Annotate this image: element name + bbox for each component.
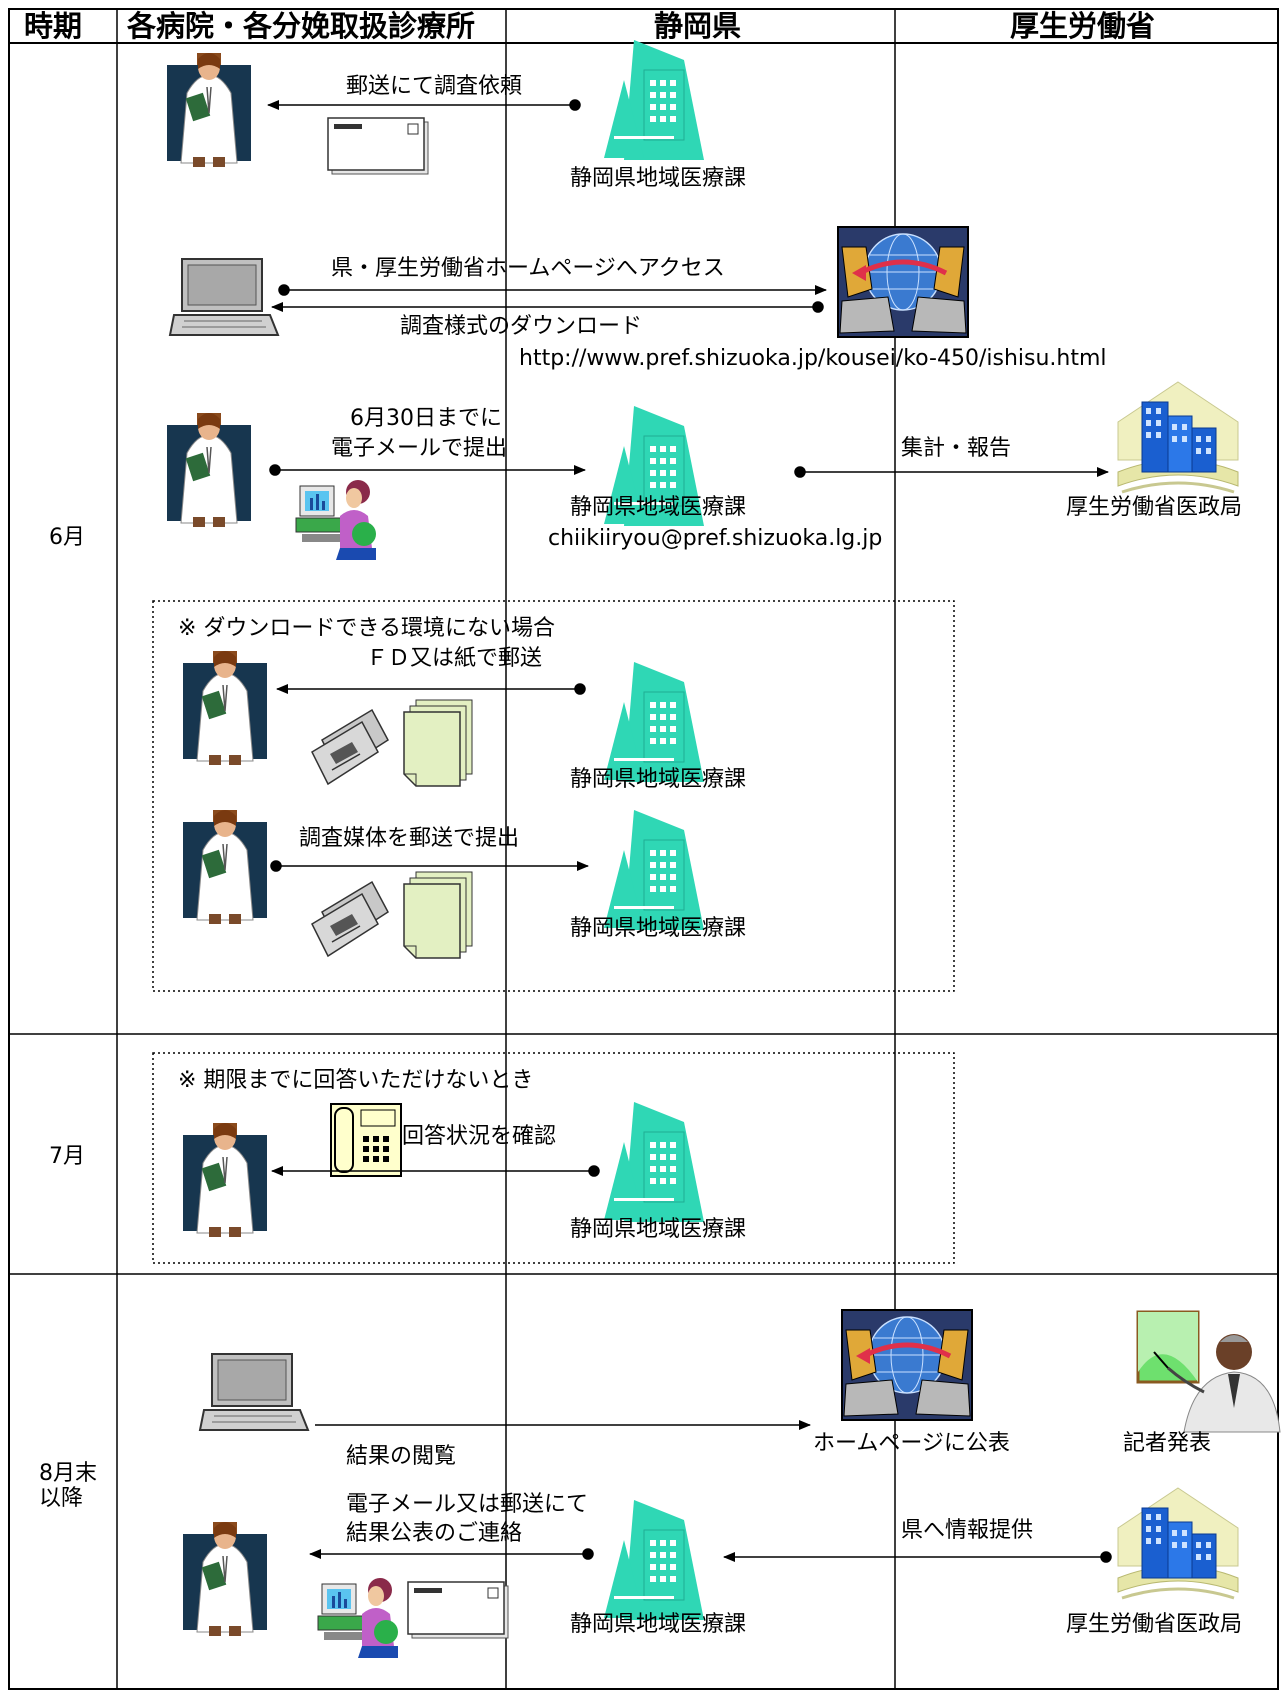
label-publish-web: ホームページに公表 xyxy=(813,1431,1010,1456)
header-hospitals: 各病院・各分娩取扱診療所 xyxy=(127,9,476,43)
label-info-provide: 県へ情報提供 xyxy=(901,1518,1034,1543)
note-no-download: ※ ダウンロードできる環境にない場合 xyxy=(178,616,555,641)
label-ministry-bureau-1: 厚生労働省医政局 xyxy=(1066,495,1243,520)
label-download: 調査様式のダウンロード xyxy=(400,314,643,339)
label-aggregate: 集計・報告 xyxy=(901,436,1012,461)
label-deadline: 6月30日までに xyxy=(350,406,502,431)
header-period: 時期 xyxy=(24,9,83,43)
label-dept-1: 静岡県地域医療課 xyxy=(570,166,747,191)
label-ministry-bureau-2: 厚生労働省医政局 xyxy=(1066,1612,1243,1637)
period-july: 7月 xyxy=(49,1144,85,1169)
label-dept-july: 静岡県地域医療課 xyxy=(570,1217,747,1242)
period-august-line2: 以降 xyxy=(39,1486,84,1511)
note-no-answer: ※ 期限までに回答いただけないとき xyxy=(178,1068,534,1093)
period-june: 6月 xyxy=(49,525,85,550)
label-mail-request: 郵送にて調査依頼 xyxy=(346,74,523,99)
period-august-line1: 8月末 xyxy=(39,1461,97,1486)
label-contact-line2: 結果公表のご連絡 xyxy=(346,1521,523,1546)
label-dept-4: 静岡県地域医療課 xyxy=(570,916,747,941)
label-fd-paper: ＦＤ又は紙で郵送 xyxy=(366,646,543,671)
label-email-submit: 電子メールで提出 xyxy=(331,436,508,461)
label-dept-email: chiikiiryou@pref.shizuoka.lg.jp xyxy=(548,526,883,551)
label-press: 記者発表 xyxy=(1123,1431,1212,1456)
label-confirm: 回答状況を確認 xyxy=(402,1124,557,1149)
label-dept-3: 静岡県地域医療課 xyxy=(570,767,747,792)
label-view-results: 結果の閲覧 xyxy=(346,1444,457,1469)
label-dept-2: 静岡県地域医療課 xyxy=(570,495,747,520)
label-contact-line1: 電子メール又は郵送にて xyxy=(346,1492,589,1517)
label-url: http://www.pref.shizuoka.jp/kousei/ko-45… xyxy=(519,346,1107,371)
header-ministry: 厚生労働省 xyxy=(1010,9,1156,43)
label-media-submit: 調査媒体を郵送で提出 xyxy=(299,826,520,851)
header-prefecture: 静岡県 xyxy=(654,9,742,43)
label-access: 県・厚生労働省ホームページへアクセス xyxy=(331,256,725,281)
label-dept-august: 静岡県地域医療課 xyxy=(570,1612,747,1637)
